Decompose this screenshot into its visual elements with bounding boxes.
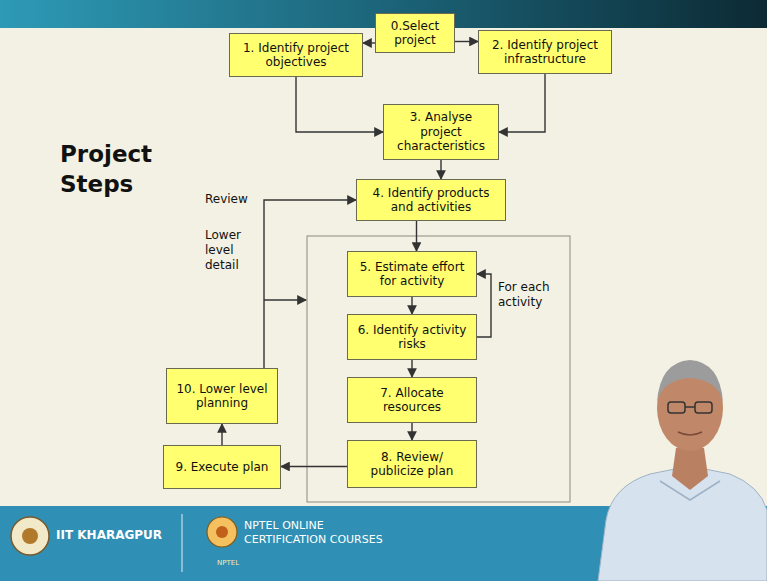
flow-arrow bbox=[455, 41, 478, 42]
step-text: 8. Review/ publicize plan bbox=[354, 450, 470, 479]
step-text: 3. Analyse project characteristics bbox=[390, 110, 492, 153]
step-text: 4. Identify products and activities bbox=[363, 186, 499, 215]
presenter-figure bbox=[598, 360, 767, 581]
program-name: NPTEL ONLINE CERTIFICATION COURSES bbox=[244, 519, 404, 547]
step-text: 2. Identify project infrastructure bbox=[485, 38, 605, 67]
flow-arrow bbox=[416, 221, 417, 251]
flow-arrow bbox=[363, 42, 375, 43]
process-box: 0.Select project bbox=[375, 13, 455, 53]
nptel-logo bbox=[207, 517, 237, 547]
process-box: 5. Estimate effort for activity bbox=[347, 251, 477, 297]
process-box: 1. Identify project objectives bbox=[229, 33, 363, 77]
flow-note: Lower level detail bbox=[205, 228, 259, 273]
process-box: 8. Review/ publicize plan bbox=[347, 440, 477, 488]
iit-logo-core bbox=[22, 528, 38, 544]
logo-caption: NPTEL bbox=[208, 559, 248, 568]
loop-note: For each activity bbox=[498, 280, 564, 310]
flow-arrow bbox=[499, 74, 545, 132]
flow-arrow bbox=[411, 297, 412, 314]
flow-arrow bbox=[296, 77, 383, 132]
slide-title: Project Steps bbox=[60, 140, 170, 200]
group-frame bbox=[307, 236, 570, 502]
detail-arrow bbox=[264, 299, 306, 300]
flow-arrow bbox=[221, 424, 222, 445]
process-box: 2. Identify project infrastructure bbox=[478, 30, 612, 74]
step-text: 1. Identify project objectives bbox=[236, 41, 356, 70]
flow-arrow bbox=[477, 274, 491, 337]
process-box: 4. Identify products and activities bbox=[356, 179, 506, 221]
flow-arrow bbox=[411, 423, 412, 440]
nptel-logo-core bbox=[216, 526, 228, 538]
step-text: 5. Estimate effort for activity bbox=[354, 260, 470, 289]
institute-name: IIT KHARAGPUR bbox=[56, 528, 176, 543]
process-box: 7. Allocate resources bbox=[347, 377, 477, 423]
process-box: 10. Lower level planning bbox=[166, 368, 278, 424]
step-text: 7. Allocate resources bbox=[354, 386, 470, 415]
process-box: 3. Analyse project characteristics bbox=[383, 104, 499, 160]
flow-arrow bbox=[411, 360, 412, 377]
footer-separator bbox=[182, 514, 183, 572]
flow-arrow bbox=[264, 200, 356, 368]
step-text: 9. Execute plan bbox=[176, 460, 269, 474]
step-text: 6. Identify activity risks bbox=[354, 323, 470, 352]
step-text: 0.Select project bbox=[382, 19, 448, 48]
flow-note: Review bbox=[205, 192, 259, 207]
step-text: 10. Lower level planning bbox=[173, 382, 271, 411]
process-box: 6. Identify activity risks bbox=[347, 314, 477, 360]
iit-logo bbox=[11, 517, 49, 555]
flow-arrow bbox=[281, 466, 347, 467]
flow-arrow bbox=[440, 160, 441, 179]
process-box: 9. Execute plan bbox=[163, 445, 281, 489]
